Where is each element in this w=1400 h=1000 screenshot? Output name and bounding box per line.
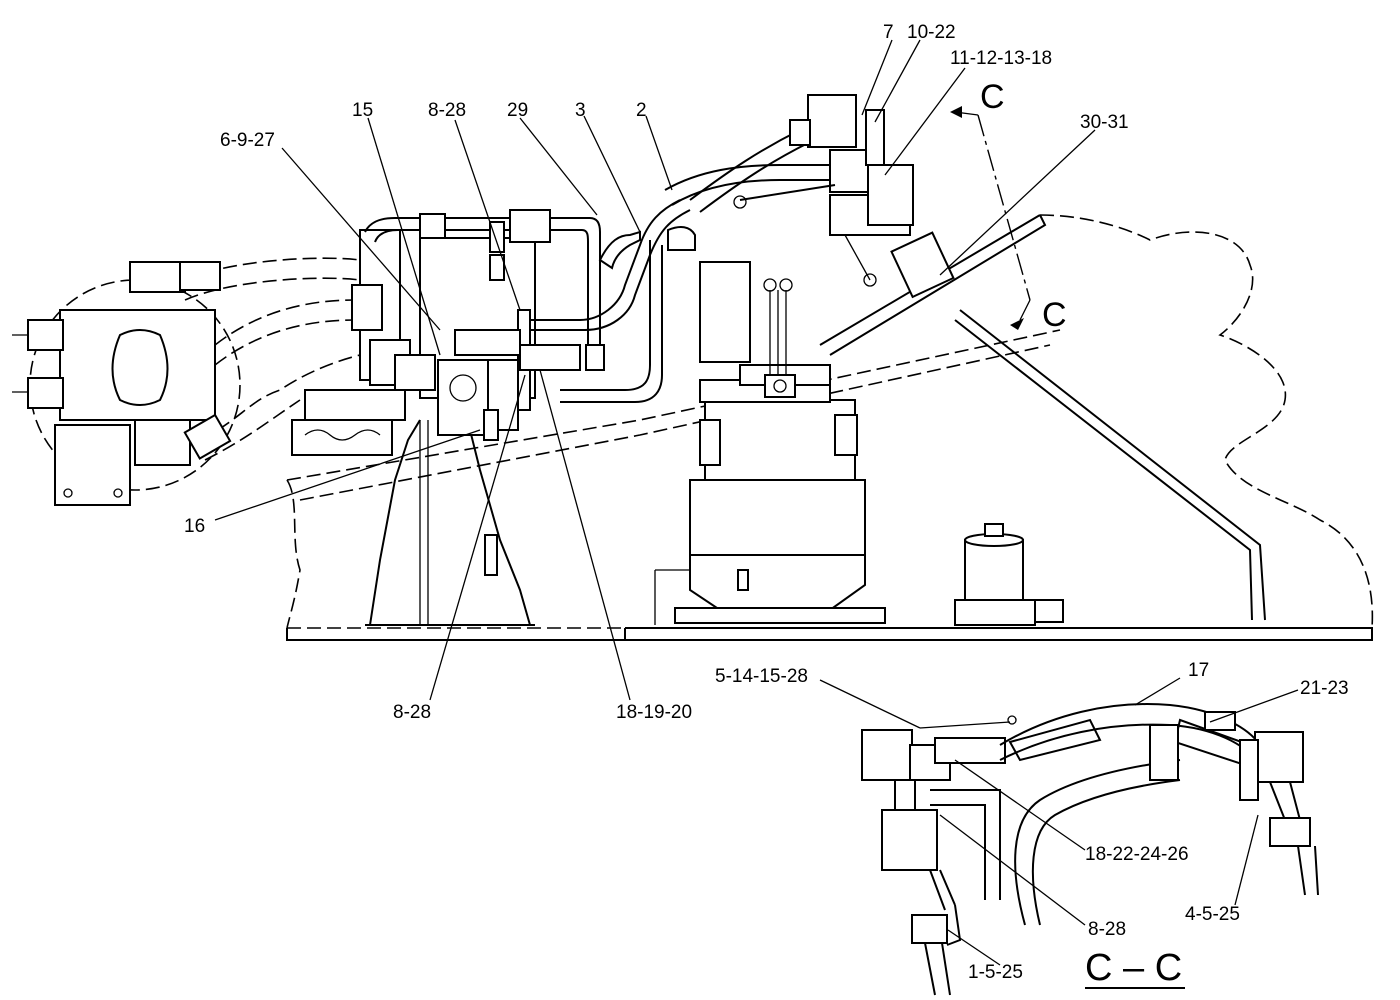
hydraulic-pump — [12, 261, 241, 506]
callout-10-22: 10-22 — [907, 22, 956, 43]
callout-15: 15 — [352, 100, 373, 121]
pump-hoses — [179, 257, 361, 461]
callout-6-9-27: 6-9-27 — [220, 130, 275, 151]
callout-8-28-bottom: 8-28 — [393, 702, 431, 723]
callout-7: 7 — [883, 22, 894, 43]
upper-right-valves — [689, 94, 955, 299]
callout-5-14-15-28: 5-14-15-28 — [715, 666, 808, 687]
callout-1-5-25: 1-5-25 — [968, 962, 1023, 983]
callout-18-22-24-26: 18-22-24-26 — [1085, 844, 1189, 865]
callout-4-5-25: 4-5-25 — [1185, 904, 1240, 925]
filter-canister — [954, 523, 1064, 626]
section-cut-line — [950, 106, 1031, 330]
leader-lines — [214, 39, 1299, 966]
callout-18-19-20: 18-19-20 — [616, 702, 692, 723]
callout-30-31: 30-31 — [1080, 112, 1129, 133]
swing-motor — [654, 261, 886, 625]
callout-8-28-section: 8-28 — [1088, 919, 1126, 940]
section-marker-upper: C — [980, 78, 1005, 116]
callout-21-23: 21-23 — [1300, 678, 1349, 699]
callout-11-12-13-18: 11-12-13-18 — [950, 48, 1052, 69]
callout-29: 29 — [507, 100, 528, 121]
callout-8-28-top: 8-28 — [428, 100, 466, 121]
control-valve-block — [291, 229, 581, 456]
callout-17: 17 — [1188, 660, 1209, 681]
callout-3: 3 — [575, 100, 586, 121]
callout-16: 16 — [184, 516, 205, 537]
section-view-title: C – C — [1085, 947, 1182, 989]
base-frame — [286, 329, 1373, 641]
top-pipework — [364, 164, 830, 403]
callout-2: 2 — [636, 100, 647, 121]
section-c-c-detail — [861, 703, 1319, 996]
callout-labels: 6-9-27 15 8-28 29 3 2 7 10-22 11-12-13-1… — [184, 22, 1349, 989]
section-marker-lower: C — [1042, 296, 1067, 334]
